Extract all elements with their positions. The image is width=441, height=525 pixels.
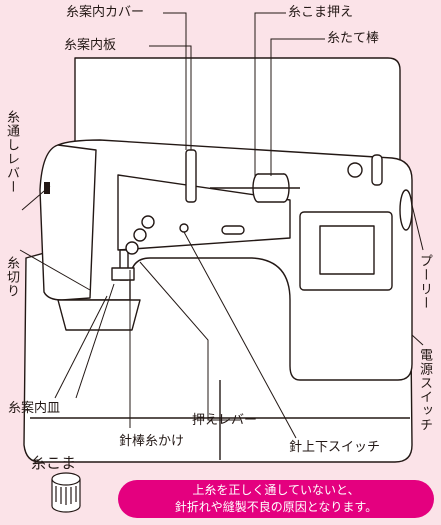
label-presser-lever: 押えレバー	[192, 413, 258, 428]
label-thread-guide-plate: 糸案内板	[64, 38, 117, 53]
label-spool: 糸こま	[31, 454, 77, 472]
warning-bubble: 上糸を正しく通していないと、 針折れや縫製不良の原因となります。	[118, 480, 434, 518]
button-1	[141, 215, 155, 229]
label-thread-guide-dish: 糸案内皿	[8, 401, 61, 416]
machine-head	[39, 144, 97, 301]
label-pulley: プーリー	[417, 254, 432, 310]
spool-icon	[51, 472, 81, 513]
label-needle-position-button: 針上下スイッチ	[289, 440, 381, 455]
label-thread-guide-cover: 糸案内カバー	[66, 5, 145, 20]
button-2	[133, 228, 147, 242]
label-needle-bar-thread-guide: 針棒糸かけ	[119, 434, 185, 449]
warning-line-2: 針折れや縫製不良の原因となります。	[174, 500, 378, 514]
warning-line-1: 上糸を正しく通していないと、	[192, 483, 360, 497]
label-spool-cap: 糸こま押え	[288, 5, 354, 20]
speed-slider	[221, 225, 245, 235]
button-4	[179, 223, 189, 233]
label-threading-lever: 糸通しレバー	[4, 110, 19, 194]
handwheel	[399, 189, 413, 231]
label-power-switch: 電源スイッチ	[417, 348, 432, 432]
label-thread-cutter: 糸切り	[4, 256, 19, 298]
label-spool-pin: 糸たて棒	[327, 31, 380, 46]
button-3	[125, 241, 139, 255]
